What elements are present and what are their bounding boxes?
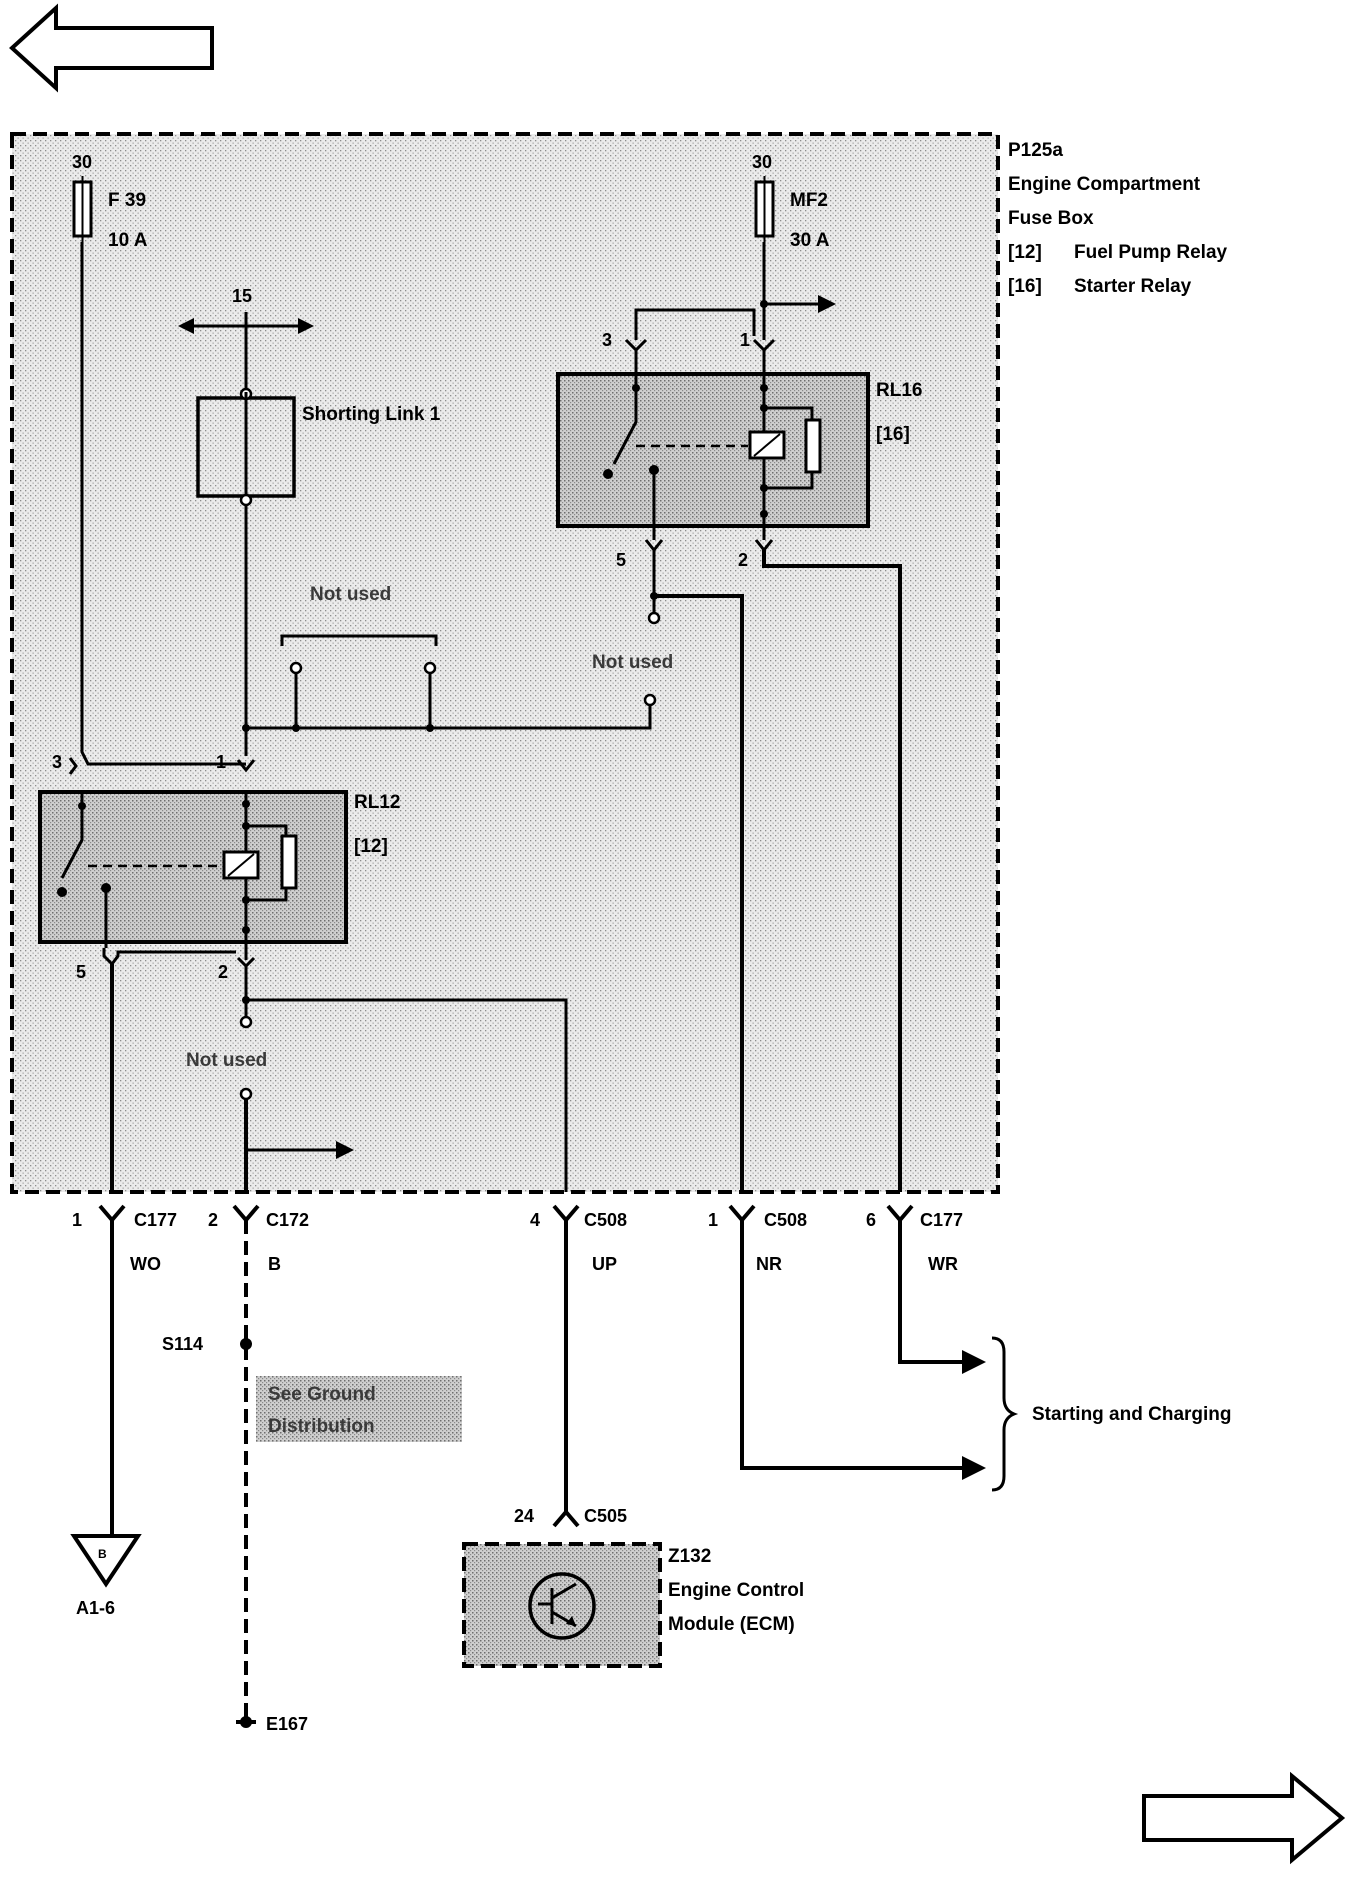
not-used-lower-left: Not used (186, 1050, 267, 1071)
connector-c172-id: C172 (266, 1210, 309, 1230)
fuse-mf2-rating: 30 A (790, 230, 830, 251)
arrow-right-outline-icon (1142, 1771, 1346, 1865)
splice-label: S114 (162, 1334, 203, 1354)
shorting-link-terminal-15: 15 (232, 286, 252, 306)
connector-c177-pin-1: 1 (72, 1210, 82, 1230)
rl16-pin-3: 3 (602, 330, 612, 350)
connector-c505-pin-24: 24 (514, 1506, 534, 1526)
shorting-link-label: Shorting Link 1 (302, 404, 441, 425)
rl12-pin-2: 2 (218, 962, 228, 982)
wire-color-up: UP (592, 1254, 617, 1274)
ground-note-box (256, 1376, 462, 1442)
connector-c177-id-b: C177 (920, 1210, 963, 1230)
legend-code-12: [12] (1008, 242, 1042, 263)
not-used-upper-left: Not used (310, 584, 391, 605)
rl12-code: [12] (354, 836, 388, 857)
wr-destination-arrow-icon (962, 1350, 986, 1374)
relay-rl16 (556, 350, 870, 528)
splice-s114 (240, 1338, 252, 1350)
legend-code-16: [16] (1008, 276, 1042, 297)
rl16-pin-5: 5 (616, 550, 626, 570)
connector-c508-id-a: C508 (584, 1210, 627, 1230)
ecm-id: Z132 (668, 1546, 711, 1567)
mf2-branch-arrow-icon (818, 295, 836, 313)
offpage-letter: B (98, 1547, 107, 1561)
ecm-name-line2: Module (ECM) (668, 1614, 795, 1635)
connector-c508-id-b: C508 (764, 1210, 807, 1230)
ground-label: E167 (266, 1714, 308, 1734)
ground-note-line2[interactable]: Distribution (268, 1416, 375, 1437)
fuse-f39-name: F 39 (108, 190, 146, 211)
fuse-f39-rating: 10 A (108, 230, 148, 251)
transistor-icon (528, 1572, 596, 1640)
connector-c508-pin-1: 1 (708, 1210, 718, 1230)
fuse-f39-terminal: 30 (72, 152, 92, 172)
connector-c172-pin-2: 2 (208, 1210, 218, 1230)
wire-color-nr: NR (756, 1254, 782, 1274)
legend-name-fuel-pump-relay: Fuel Pump Relay (1074, 242, 1228, 263)
connector-c508-pin-4: 4 (530, 1210, 540, 1230)
back-arrow[interactable] (9, 3, 214, 93)
wire-color-b: B (268, 1254, 281, 1274)
wire-color-wr: WR (928, 1254, 958, 1274)
bus-arrow-right-icon (298, 318, 314, 334)
nr-destination-arrow-icon (962, 1456, 986, 1480)
legend-name-starter-relay: Starter Relay (1074, 276, 1192, 297)
relay-rl12 (38, 790, 348, 948)
bus-arrow-left-icon (178, 318, 194, 334)
connector-c505-id: C505 (584, 1506, 627, 1526)
rl12-pin-5: 5 (76, 962, 86, 982)
offpage-ref-a1-6: A1-6 (76, 1598, 115, 1618)
rl12-id: RL12 (354, 792, 400, 813)
fuse-box-id: P125a (1008, 140, 1063, 161)
offpage-reference-b[interactable]: B (70, 1534, 142, 1588)
fuse-mf2-name: MF2 (790, 190, 828, 211)
fuse-box-name-line2: Fuse Box (1008, 208, 1094, 229)
connector-c177-pin-6: 6 (866, 1210, 876, 1230)
fuse-box (10, 132, 1000, 1194)
forward-arrow[interactable] (1142, 1771, 1346, 1865)
wire-color-wo: WO (130, 1254, 161, 1274)
fuse-box-name-line1: Engine Compartment (1008, 174, 1201, 195)
rl16-id: RL16 (876, 380, 922, 401)
arrow-left-outline-icon (9, 3, 214, 93)
ecm-name-line1: Engine Control (668, 1580, 804, 1601)
connector-c177-id: C177 (134, 1210, 177, 1230)
fuse-mf2-terminal: 30 (752, 152, 772, 172)
rl12-pin-1: 1 (216, 752, 226, 772)
not-used-right: Not used (592, 652, 673, 673)
ground-e167-icon (236, 1716, 256, 1728)
destination-starting-and-charging[interactable]: Starting and Charging (1032, 1404, 1232, 1425)
rl16-code: [16] (876, 424, 910, 445)
rl16-pin-2: 2 (738, 550, 748, 570)
rl16-pin-1: 1 (740, 330, 750, 350)
ecm-module[interactable] (462, 1542, 662, 1668)
destination-bracket (991, 1336, 1019, 1492)
rl12-pin-3: 3 (52, 752, 62, 772)
ground-branch-arrow-icon (336, 1141, 354, 1159)
ground-note-line1[interactable]: See Ground (268, 1384, 376, 1405)
